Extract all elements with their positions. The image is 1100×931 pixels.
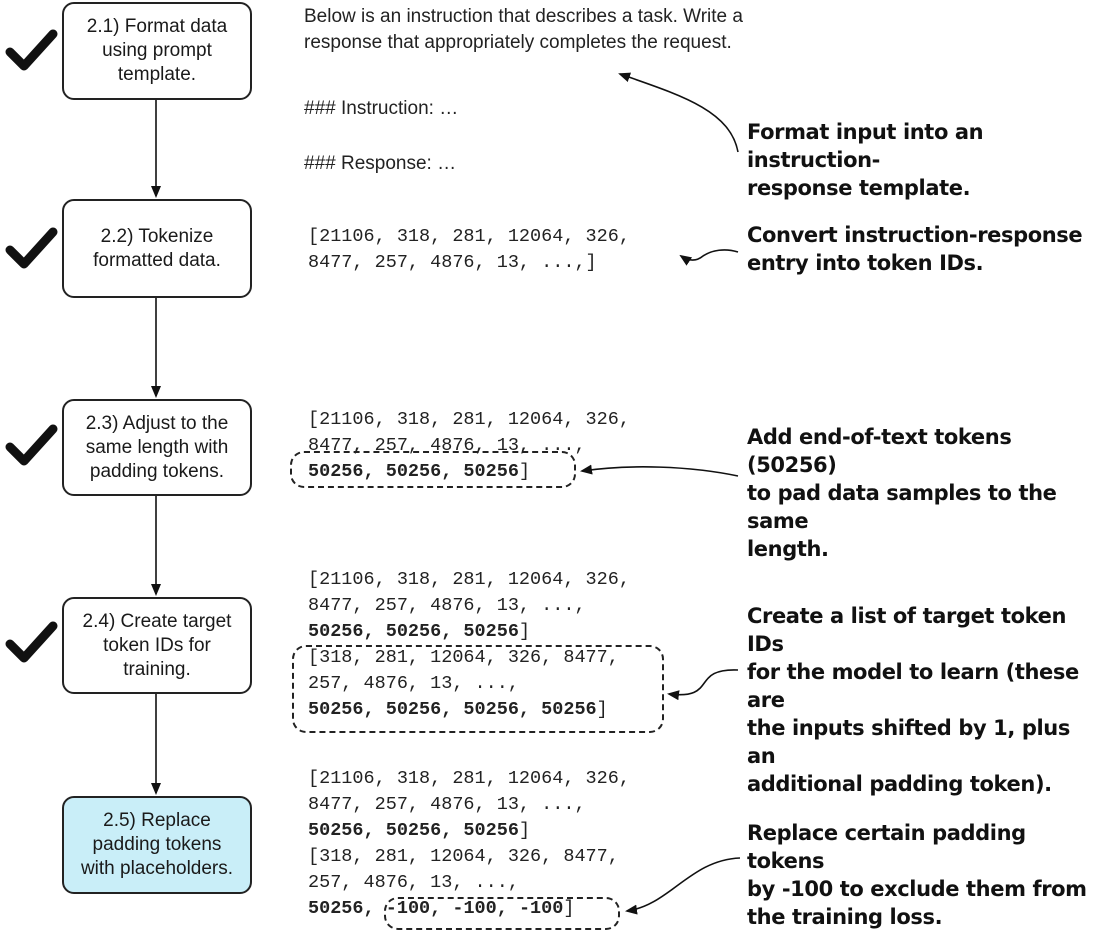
step-label-line: training. [123, 658, 191, 680]
note-line: Add end-of-text tokens (50256) [747, 425, 1012, 477]
pad-tokens: 50256, 50256, 50256 [308, 621, 519, 642]
step-label-line: 2.3) Adjust to the [85, 412, 229, 434]
code-line: [318, 281, 12064, 326, 8477, [308, 846, 619, 867]
code-line: [21106, 318, 281, 12064, 326, [308, 569, 630, 590]
code-line: 8477, 257, 4876, 13, ..., [308, 595, 586, 616]
code-line: [21106, 318, 281, 12064, 326, [308, 768, 630, 789]
response-line: ### Response: … [304, 153, 457, 174]
code-line: [21106, 318, 281, 12064, 326, [308, 226, 630, 247]
note-line: the inputs shifted by 1, plus an [747, 716, 1070, 768]
close-bracket: ] [596, 699, 608, 720]
checkmark-icon [5, 227, 58, 269]
checkmark-icon [5, 424, 58, 466]
note-tokenize: Convert instruction-response entry into … [747, 221, 1083, 277]
step-label-line: with placeholders. [80, 858, 234, 879]
target-tokens-block: [21106, 318, 281, 12064, 326, 8477, 257, … [308, 567, 630, 723]
annotation-arrow-pad [580, 464, 739, 477]
step-label-line: 2.5) Replace [103, 810, 211, 831]
template-intro-text: Below is an instruction that describes a… [304, 4, 743, 56]
step-2-1-box: 2.1) Format data using prompt template. [62, 2, 252, 100]
annotation-arrow-target [667, 669, 739, 701]
step-label-line: token IDs for [103, 634, 211, 656]
code-line: 50256, 50256, 50256] [308, 459, 630, 485]
note-line: Replace certain padding tokens [747, 821, 1026, 873]
note-line: length. [747, 537, 829, 561]
template-intro-line: response that appropriately completes th… [304, 32, 732, 53]
step-label-line: padding tokens [92, 834, 222, 855]
template-intro-line: Below is an instruction that describes a… [304, 6, 743, 27]
pad-tokens: 50256, 50256, 50256 [308, 820, 519, 841]
code-line: 257, 4876, 13, ..., [308, 673, 519, 694]
note-line: Create a list of target token IDs [747, 604, 1067, 656]
code-line: 257, 4876, 13, ..., [308, 872, 519, 893]
pad-tokens: 50256, 50256, 50256 [308, 461, 519, 482]
note-line: response template. [747, 176, 971, 200]
note-line: Convert instruction-response [747, 223, 1083, 247]
code-line: 50256, 50256, 50256] [308, 619, 630, 645]
note-line: the training loss. [747, 905, 943, 929]
code-line: [21106, 318, 281, 12064, 326, [308, 409, 630, 430]
code-line: 8477, 257, 4876, 13, ..., [308, 794, 586, 815]
instruction-line: ### Instruction: … [304, 98, 459, 119]
step-label-line: template. [117, 64, 197, 85]
close-bracket: ] [518, 820, 531, 841]
close-bracket: ] [563, 898, 575, 919]
target-ids-highlight [292, 645, 664, 733]
pad-tokens-highlight [290, 451, 576, 488]
note-line: additional padding token). [747, 772, 1052, 796]
masked-prefix: 50256, [308, 898, 375, 919]
annotation-arrow-replace [625, 857, 741, 915]
note-format: Format input into an instruction- respon… [747, 118, 1100, 202]
note-line: by -100 to exclude them from [747, 877, 1087, 901]
code-line: 8477, 257, 4876, 13, ..., [308, 435, 586, 456]
close-bracket: ] [518, 621, 531, 642]
checkmark-icon [5, 29, 58, 71]
note-replace: Replace certain padding tokens by -100 t… [747, 819, 1100, 931]
code-line: 50256, 50256, 50256] [308, 818, 630, 844]
step-label-line: formatted data. [93, 249, 221, 271]
annotation-arrow-tokenize [679, 249, 739, 266]
step-label-line: 2.2) Tokenize [100, 225, 214, 247]
checkmark-icon [5, 621, 58, 663]
note-pad: Add end-of-text tokens (50256) to pad da… [747, 423, 1100, 563]
note-line: to pad data samples to the same [747, 481, 1057, 533]
code-line: 50256, 50256, 50256, 50256] [308, 697, 630, 723]
token-ids-block: [21106, 318, 281, 12064, 326, 8477, 257, … [308, 224, 630, 276]
note-line: entry into token IDs. [747, 251, 984, 275]
padded-tokens-block: [21106, 318, 281, 12064, 326, 8477, 257, … [308, 407, 630, 485]
masked-tokens-block: [21106, 318, 281, 12064, 326, 8477, 257, … [308, 766, 630, 922]
step-2-5-box: 2.5) Replace padding tokens with placehold… [62, 796, 252, 894]
note-line: Format input into an instruction- [747, 120, 984, 172]
code-line: 50256, -100, -100, -100] [308, 896, 630, 922]
step-label-line: 2.4) Create target [82, 610, 232, 632]
note-line: for the model to learn (these are [747, 660, 1079, 712]
masked-tokens: -100, -100, -100 [385, 898, 564, 919]
target-pad-tokens: 50256, 50256, 50256, 50256 [308, 699, 597, 720]
code-line: [318, 281, 12064, 326, 8477, [308, 647, 619, 668]
note-target: Create a list of target token IDs for th… [747, 602, 1100, 798]
step-label-line: 2.1) Format data [86, 16, 228, 37]
close-bracket: ] [518, 461, 531, 482]
step-label-line: padding tokens. [89, 460, 225, 482]
annotation-arrow-format [618, 72, 739, 153]
step-label-line: same length with [85, 436, 229, 458]
code-line: 8477, 257, 4876, 13, ...,] [308, 252, 597, 273]
masked-tokens-highlight [384, 897, 620, 930]
step-label-line: using prompt [102, 40, 212, 61]
